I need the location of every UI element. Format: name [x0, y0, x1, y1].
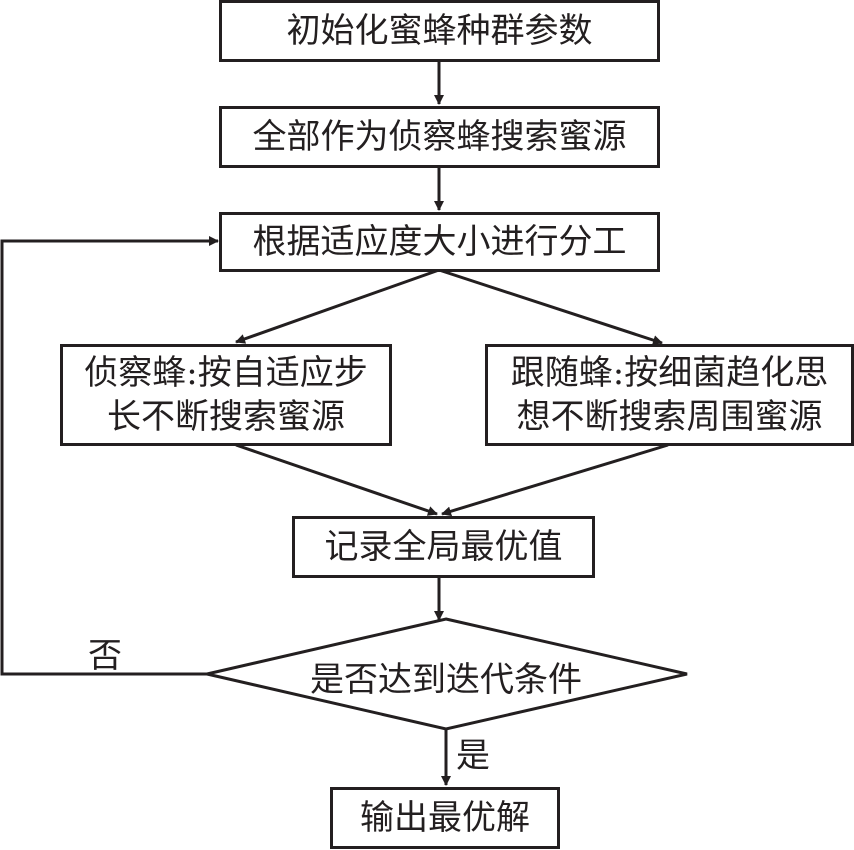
decision-diamond-shape: [206, 617, 688, 731]
node-decision-label: 是否达到迭代条件: [310, 660, 582, 700]
edge-label-yes: 是: [456, 736, 490, 776]
arrow-divide-to-follower: [438, 268, 663, 345]
node-follower: 跟随蜂:按细菌趋化思 想不断搜索周围蜜源: [485, 344, 854, 446]
node-scout-all: 全部作为侦察蜂搜索蜜源: [219, 106, 660, 168]
arrow-divide-to-scout: [235, 268, 440, 344]
edge-label-no: 否: [88, 636, 122, 676]
node-follower-line-2: 想不断搜索周围蜜源: [516, 397, 823, 437]
node-scout-line-2: 长不断搜索蜜源: [107, 397, 345, 437]
node-output: 输出最优解: [330, 787, 560, 849]
node-scout-line-1: 侦察蜂:按自适应步: [84, 353, 368, 393]
node-record: 记录全局最优值: [292, 516, 595, 578]
node-divide: 根据适应度大小进行分工: [219, 212, 660, 272]
node-follower-line-1: 跟随蜂:按细菌趋化思: [510, 353, 829, 393]
arrow-decision-no-loop: [0, 236, 219, 676]
arrow-follower-to-record: [441, 443, 669, 517]
node-scout: 侦察蜂:按自适应步 长不断搜索蜜源: [60, 344, 392, 446]
node-init: 初始化蜜蜂种群参数: [219, 0, 660, 62]
arrow-scout-to-record: [235, 443, 438, 516]
